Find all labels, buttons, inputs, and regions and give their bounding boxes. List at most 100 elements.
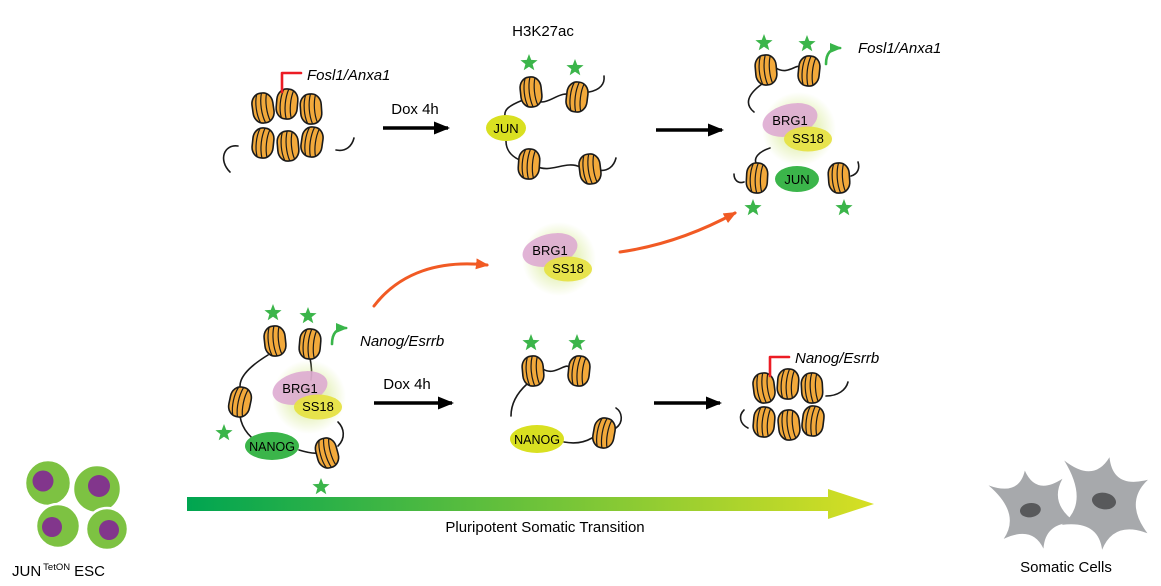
dox-arrow-bottom: Dox 4h	[374, 376, 454, 410]
nanog-protein	[510, 425, 564, 453]
nucleosome	[750, 371, 778, 405]
complex-recruitment-arrow	[618, 211, 737, 254]
jun-protein	[486, 115, 526, 141]
brg1-ss18-complex	[268, 360, 346, 434]
dna-string	[615, 407, 623, 429]
jun-label-bound: JUN	[784, 172, 809, 187]
somatic-cell-nucleus	[1019, 502, 1041, 518]
esc-cell-nucleus	[88, 475, 110, 497]
h3k27ac-star-icon	[835, 199, 853, 216]
dna-string	[747, 83, 763, 113]
nucleosome	[262, 324, 288, 358]
nanog-protein	[245, 432, 299, 460]
dna-string	[775, 65, 801, 72]
nucleosome	[225, 384, 255, 420]
esc-label-type: ESC	[74, 563, 105, 580]
dox-label-bottom: Dox 4h	[383, 376, 431, 393]
brg1-label: BRG1	[282, 381, 317, 396]
dna-string	[335, 137, 355, 152]
ss18-label: SS18	[552, 261, 584, 276]
nucleosome	[516, 147, 542, 181]
nucleosome	[753, 53, 779, 87]
nucleosome	[275, 129, 301, 163]
dna-string	[510, 383, 528, 417]
somatic-cell	[988, 470, 1077, 549]
nanog-label-bound: NANOG	[249, 440, 295, 454]
dna-string	[739, 409, 749, 429]
nucleosome	[563, 80, 591, 114]
brg1-label: BRG1	[532, 243, 567, 258]
nucleosome	[744, 161, 770, 195]
open-chromatin-nanog-intermediate: NANOG	[510, 334, 623, 453]
h3k27ac-star-icon	[522, 334, 540, 351]
nucleosome	[590, 415, 618, 451]
esc-label-superscript: TetON	[43, 562, 70, 573]
brg1-ss18-complex	[518, 222, 596, 296]
nucleosome	[250, 126, 276, 160]
ss18-label: SS18	[302, 399, 334, 414]
active-promoter-icon	[330, 323, 348, 346]
esc-cell-nucleus	[32, 470, 54, 492]
dna-string	[239, 354, 269, 387]
closed-chromatin-nanog: Nanog/Esrrb	[739, 350, 879, 442]
esc-label-gene: JUN	[12, 563, 41, 580]
brg1-label: BRG1	[772, 113, 807, 128]
somatic-cells-label: Somatic Cells	[1020, 559, 1112, 576]
open-chromatin-fosl1-intermediate: H3K27ac JUN	[486, 23, 617, 186]
nucleosome	[520, 354, 546, 388]
h3k27ac-label: H3K27ac	[512, 23, 574, 40]
h3k27ac-star-icon	[798, 35, 816, 52]
repressed-promoter-icon	[768, 355, 791, 378]
esc-cell-nucleus	[42, 517, 62, 537]
h3k27ac-star-icon	[312, 478, 330, 495]
h3k27ac-star-icon	[264, 304, 282, 321]
nucleosome	[518, 75, 544, 109]
jun-protein	[775, 166, 819, 192]
dna-string	[337, 421, 345, 447]
h3k27ac-star-icon	[744, 199, 762, 216]
dna-string	[825, 381, 849, 397]
active-promoter-icon	[824, 43, 842, 66]
dna-string	[733, 173, 745, 184]
ss18-label: SS18	[792, 131, 824, 146]
dna-string	[222, 145, 239, 173]
esc-cell-nucleus	[99, 520, 119, 540]
active-chromatin-nanog: BRG1 SS18 NANOG Nanog/Esrrb	[215, 304, 444, 495]
complex-release-arrow	[372, 258, 489, 308]
nucleosome	[312, 434, 342, 472]
dna-string	[535, 164, 581, 170]
active-chromatin-fosl1: BRG1 SS18 JUN Fosl1/Anxa1	[733, 34, 941, 216]
jun-label-intermediate: JUN	[493, 121, 518, 136]
nucleosome	[775, 367, 801, 401]
nucleosome	[576, 152, 604, 186]
nanog-esrrb-active-label: Nanog/Esrrb	[360, 333, 444, 350]
nucleosome	[751, 405, 777, 439]
h3k27ac-star-icon	[520, 54, 538, 71]
h3k27ac-star-icon	[566, 59, 584, 76]
brg1-ss18-complex	[758, 92, 836, 166]
brg1-ss18-complex-central: BRG1 SS18	[518, 222, 596, 296]
nucleosome	[297, 327, 323, 361]
pst-gradient-arrow: Pluripotent Somatic Transition	[187, 489, 874, 536]
dna-string	[504, 99, 524, 117]
nucleosome	[249, 90, 277, 126]
somatic-cells: Somatic Cells	[988, 457, 1148, 576]
pst-arrow-label: Pluripotent Somatic Transition	[445, 519, 644, 536]
dox-label-top: Dox 4h	[391, 101, 439, 118]
dna-string	[588, 75, 605, 93]
nucleosome	[799, 404, 827, 438]
h3k27ac-star-icon	[299, 307, 317, 324]
nucleosome	[796, 54, 822, 88]
h3k27ac-star-icon	[568, 334, 586, 351]
somatic-cell-nucleus	[1091, 492, 1117, 510]
fosl1-anxa1-repressed-label: Fosl1/Anxa1	[307, 67, 390, 84]
somatic-cell	[1061, 457, 1148, 550]
nucleosome	[566, 354, 592, 388]
nucleosome	[776, 408, 802, 442]
dox-arrow-top: Dox 4h	[383, 101, 450, 135]
nucleosome	[799, 371, 825, 405]
dna-string	[850, 161, 860, 177]
nanog-label-intermediate: NANOG	[514, 433, 560, 447]
